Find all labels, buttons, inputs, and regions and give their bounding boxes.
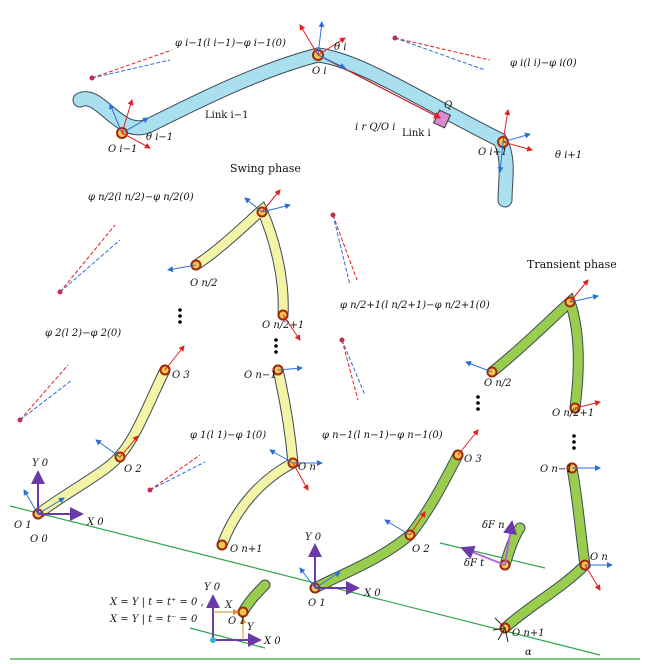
ground-line-inset xyxy=(189,627,266,649)
swing-leg-left-fill xyxy=(33,365,170,519)
label-swing-o2: O 2 xyxy=(124,464,142,475)
label-theta-next: θ i+1 xyxy=(555,150,582,161)
label-swing-angle-2: φ 2(l 2)−φ 2(0) xyxy=(45,328,121,339)
label-stance-x0: X 0 xyxy=(363,588,381,599)
swing-ellipsis xyxy=(178,308,278,354)
label-swing-angle-n1: φ n−1(l n−1)−φ n−1(0) xyxy=(322,430,443,441)
label-swing-on1: O n−1 xyxy=(244,370,277,381)
dash-origin-prev xyxy=(89,75,95,81)
label-q: Q xyxy=(444,100,452,111)
label-swing-on2: O n/2 xyxy=(190,278,218,289)
dash-x-prev xyxy=(91,59,171,79)
inset-eq-1: X = Y | t = t⁺ = 0 , xyxy=(109,597,204,608)
label-stance-o2: O 2 xyxy=(412,544,430,555)
stance-ellipsis xyxy=(476,395,576,450)
label-swing-o3: O 3 xyxy=(172,370,190,381)
label-swing-angle-half: φ n/2(l n/2)−φ n/2(0) xyxy=(88,192,194,203)
swing-frames xyxy=(23,189,323,515)
link-i-1-fill xyxy=(73,48,513,207)
axis-y-next xyxy=(497,141,504,173)
inset-label-y: Y xyxy=(247,622,255,633)
axis-yhat-next xyxy=(502,109,511,143)
axis-y-prev xyxy=(109,103,123,134)
stance-leg-left xyxy=(309,449,464,594)
label-stance-on2: O n/2 xyxy=(484,378,512,389)
label-theta-prev: θ i−1 xyxy=(146,132,173,143)
axis-yhat-prev xyxy=(121,99,134,134)
label-stance-onp1: O n+1 xyxy=(512,628,545,639)
axis-yhat-i xyxy=(299,24,319,56)
force-dFn-arrow xyxy=(503,520,517,566)
axis-xhat-i xyxy=(317,37,346,56)
label-stance-o1: O 1 xyxy=(308,598,326,609)
inset-label-x: X xyxy=(224,600,233,611)
label-swing-onp1: O n+1 xyxy=(230,544,263,555)
axis-y-i xyxy=(317,21,325,56)
inset-origin xyxy=(210,637,216,643)
title-transient-phase: Transient phase xyxy=(527,258,617,271)
stance-link-lower-fill xyxy=(500,463,590,633)
label-stance-on1: O n−1 xyxy=(540,464,573,475)
label-angle-i: φ i(l i)−φ i(0) xyxy=(510,58,577,69)
label-link-i: Link i xyxy=(402,128,431,139)
contact-spikes xyxy=(492,617,509,643)
inset-label-o1: O 1 xyxy=(228,616,246,627)
axis-x-i xyxy=(317,54,346,69)
dash-origin-i xyxy=(392,35,398,41)
label-stance-on: O n xyxy=(590,552,608,563)
inset-eq-2: X = Y | t = t⁻ = 0 xyxy=(109,614,198,625)
label-swing-x0: X 0 xyxy=(86,517,104,528)
label-swing-on21: O n/2+1 xyxy=(262,320,304,331)
force-dFt-arrow xyxy=(460,545,506,566)
swing-leg-left xyxy=(32,364,171,520)
axis-xhat-next xyxy=(502,141,533,152)
label-o-i: O i xyxy=(312,66,327,77)
axis-xhat-prev xyxy=(121,132,151,149)
label-stance-dfn: δF n xyxy=(482,520,505,531)
label-stance-alpha: α xyxy=(525,647,532,658)
dash-hat-prev xyxy=(91,49,173,79)
label-swing-angle-1: φ 1(l 1)−φ 1(0) xyxy=(190,430,266,441)
label-r-vector: i r Q/O i xyxy=(355,122,395,133)
label-stance-o3: O 3 xyxy=(464,454,482,465)
axis-x-next xyxy=(502,132,531,143)
label-theta-i: θ i xyxy=(334,42,346,53)
stance-frames xyxy=(299,279,613,591)
axis-x-prev xyxy=(121,117,149,134)
label-stance-dft: δF t xyxy=(464,558,485,569)
ground-line-right xyxy=(439,542,546,569)
inset-label-x0: X 0 xyxy=(263,636,281,647)
label-angle-prev: φ i−1(l i−1)−φ i−1(0) xyxy=(175,38,286,49)
label-swing-angle-half1: φ n/2+1(l n/2+1)−φ n/2+1(0) xyxy=(340,300,490,311)
label-swing-o1: O 1 xyxy=(14,520,32,531)
dash-x-i xyxy=(394,37,486,71)
label-swing-on: O n xyxy=(298,462,316,473)
label-stance-y0: Y 0 xyxy=(305,532,322,543)
label-link-prev: Link i−1 xyxy=(205,110,248,121)
dash-hat-i xyxy=(394,37,491,61)
label-stance-on21: O n/2+1 xyxy=(552,408,594,419)
title-swing-phase: Swing phase xyxy=(230,162,301,175)
label-o-prev: O i−1 xyxy=(108,144,137,155)
label-swing-y0: Y 0 xyxy=(32,458,49,469)
inset-label-y0: Y 0 xyxy=(204,582,221,593)
label-swing-o0: O 0 xyxy=(30,534,48,545)
stance-link-upper xyxy=(486,292,584,414)
vector-r-arrow xyxy=(317,54,442,119)
stance-leg-left-fill xyxy=(310,450,463,593)
label-o-next: O i+1 xyxy=(478,147,507,158)
swing-dash-pairs xyxy=(17,212,366,493)
